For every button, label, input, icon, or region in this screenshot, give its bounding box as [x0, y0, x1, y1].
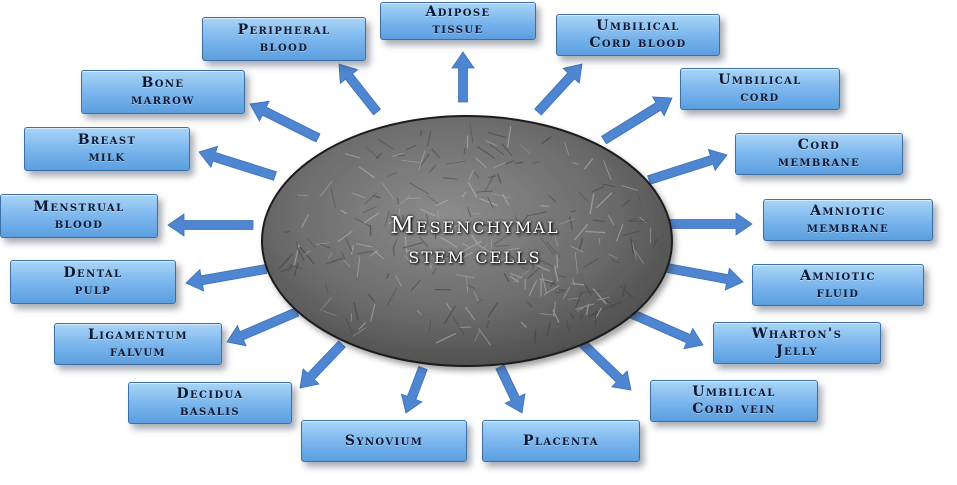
arrow	[401, 366, 427, 413]
source-box-whartons-jelly: Wharton's Jelly	[713, 322, 881, 364]
source-box-dental-pulp: Dental pulp	[10, 260, 176, 304]
arrow	[602, 97, 672, 144]
arrow	[250, 101, 320, 142]
source-box-umbilical-cord-vein: Umbilical Cord vein	[650, 380, 818, 422]
source-label: Umbilical cord	[718, 72, 801, 106]
source-box-amniotic-fluid: Amniotic fluid	[752, 264, 924, 306]
source-box-decidua-basalis: Decidua basalis	[128, 382, 292, 424]
source-label: Decidua basalis	[176, 386, 243, 420]
source-label: Amniotic fluid	[800, 268, 876, 302]
source-box-peripheral-blood: Peripheral blood	[202, 17, 366, 61]
source-label: Cord membrane	[778, 137, 860, 171]
source-label: Breast milk	[78, 132, 137, 166]
source-box-placenta: Placenta	[482, 420, 640, 462]
source-label: Peripheral blood	[238, 22, 331, 56]
source-label: Amniotic membrane	[807, 203, 889, 237]
source-box-synovium: Synovium	[301, 420, 467, 462]
source-label: Bone marrow	[131, 75, 195, 109]
source-box-adipose-tissue: Adipose tissue	[380, 2, 536, 40]
arrow	[339, 64, 381, 115]
source-label: Dental pulp	[64, 265, 123, 299]
source-box-breast-milk: Breast milk	[24, 127, 190, 171]
arrow	[496, 365, 525, 413]
source-label: Umbilical Cord blood	[589, 18, 686, 52]
center-label: Mesenchymal stem cells	[265, 201, 685, 281]
arrow	[199, 146, 276, 180]
source-label: Umbilical Cord vein	[692, 384, 776, 418]
source-box-amniotic-membrane: Amniotic membrane	[763, 199, 933, 241]
source-box-cord-membrane: Cord membrane	[735, 133, 903, 175]
source-box-bone-marrow: Bone marrow	[81, 70, 245, 114]
source-label: Adipose tissue	[425, 4, 490, 38]
source-label: Menstrual blood	[33, 199, 124, 233]
arrow	[300, 341, 345, 388]
source-box-umbilical-cord-blood: Umbilical Cord blood	[556, 14, 720, 56]
arrow	[186, 265, 267, 292]
arrow	[580, 341, 631, 390]
source-label: Ligamentum falvum	[88, 327, 188, 361]
arrow	[648, 149, 727, 184]
arrow	[168, 214, 253, 236]
source-label: Wharton's Jelly	[752, 326, 842, 360]
arrow	[227, 308, 299, 346]
source-label: Placenta	[523, 433, 599, 450]
source-box-menstrual-blood: Menstrual blood	[0, 194, 158, 238]
arrow	[452, 52, 474, 102]
source-box-umbilical-cord: Umbilical cord	[680, 68, 840, 110]
source-box-ligamentum-falvum: Ligamentum falvum	[54, 323, 222, 365]
arrow	[628, 309, 703, 349]
arrow	[535, 64, 582, 115]
source-label: Synovium	[345, 433, 423, 450]
